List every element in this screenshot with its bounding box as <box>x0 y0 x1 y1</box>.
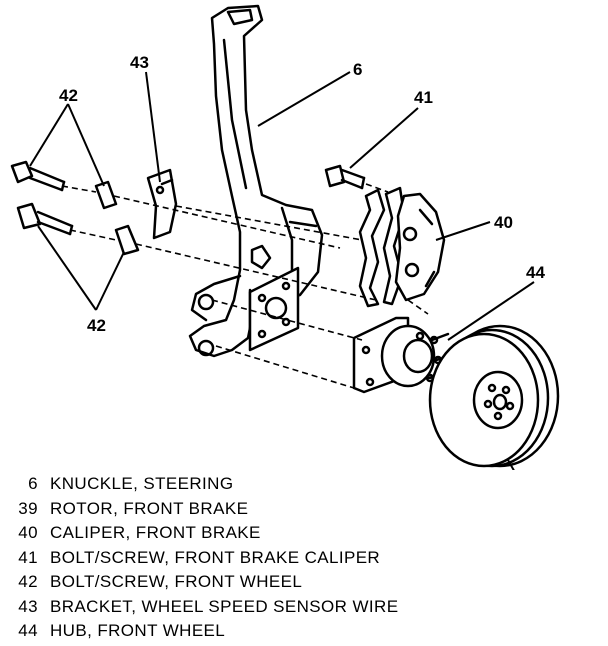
legend-item: 39 ROTOR, FRONT BRAKE <box>6 497 476 522</box>
wheel-bolt-upper <box>10 160 118 210</box>
legend-number: 43 <box>18 596 38 616</box>
legend-label: KNUCKLE, STEERING <box>50 474 234 494</box>
leader-lines <box>29 71 535 470</box>
legend-number: 44 <box>18 621 38 641</box>
legend-label: HUB, FRONT WHEEL <box>50 621 226 641</box>
callout-42-upper: 42 <box>59 86 78 105</box>
legend-number: 41 <box>18 547 38 567</box>
legend-number: 39 <box>18 498 38 518</box>
legend-item: 41 BOLT/SCREW, FRONT BRAKE CALIPER <box>6 546 476 571</box>
legend-number: 42 <box>18 572 38 592</box>
caliper-bolt <box>324 164 366 190</box>
brake-rotor <box>428 324 560 468</box>
legend-label: BOLT/SCREW, FRONT WHEEL <box>50 572 303 592</box>
legend-label: BRACKET, WHEEL SPEED SENSOR WIRE <box>50 596 399 616</box>
exploded-view-drawing: 42 42 43 6 41 40 44 39 <box>10 4 560 470</box>
callout-44: 44 <box>526 263 545 282</box>
callout-42-lower: 42 <box>87 316 106 335</box>
callout-41: 41 <box>414 88 433 107</box>
callout-6: 6 <box>353 60 362 79</box>
callout-43: 43 <box>130 53 149 72</box>
legend-number: 6 <box>28 474 38 494</box>
legend-item: 43 BRACKET, WHEEL SPEED SENSOR WIRE <box>6 595 476 620</box>
legend-label: CALIPER, FRONT BRAKE <box>50 523 261 543</box>
legend-item: 42 BOLT/SCREW, FRONT WHEEL <box>6 570 476 595</box>
legend-item: 40 CALIPER, FRONT BRAKE <box>6 521 476 546</box>
callout-40: 40 <box>494 213 513 232</box>
knuckle-mounting-plate <box>248 266 300 352</box>
wheel-bolt-lower <box>16 202 140 256</box>
brake-caliper <box>358 186 446 308</box>
legend-item: 44 HUB, FRONT WHEEL <box>6 619 476 644</box>
parts-legend: 6 KNUCKLE, STEERING 39 ROTOR, FRONT BRAK… <box>6 472 476 644</box>
legend-item: 6 KNUCKLE, STEERING <box>6 472 476 497</box>
legend-label: BOLT/SCREW, FRONT BRAKE CALIPER <box>50 547 381 567</box>
legend-number: 40 <box>18 523 38 543</box>
front-wheel-hub <box>352 316 454 394</box>
legend-label: ROTOR, FRONT BRAKE <box>50 498 249 518</box>
wheel-speed-sensor-bracket <box>146 168 178 240</box>
assembly-lines <box>61 183 429 389</box>
